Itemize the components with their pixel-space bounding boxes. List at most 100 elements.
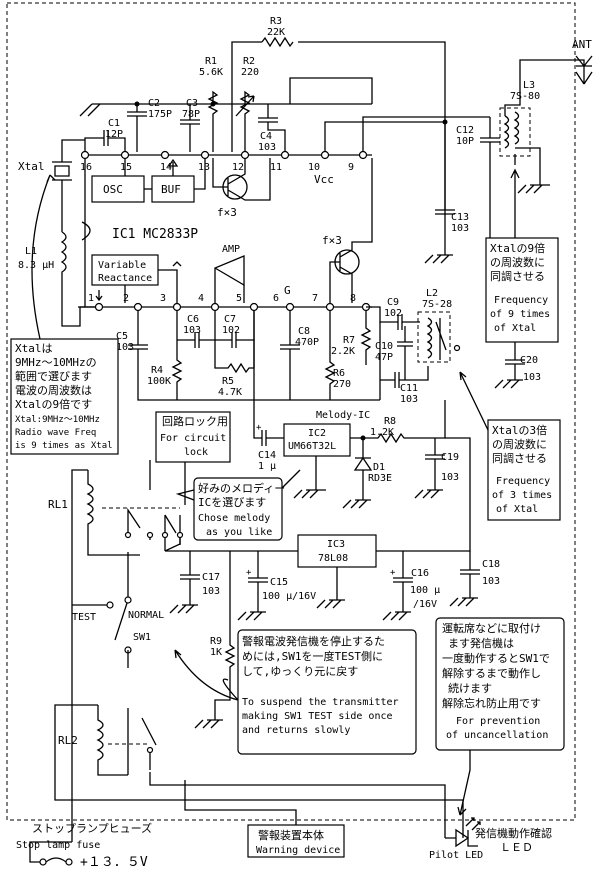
note-xtal-jp-3: 範囲で選びます xyxy=(15,369,92,383)
warn-jp-label: 警報装置本体 xyxy=(258,828,324,842)
xtal-label: Xtal xyxy=(18,160,45,173)
c16-capacitor xyxy=(382,551,413,621)
rl2-contact xyxy=(146,746,154,754)
warn-en-label: Warning device xyxy=(256,845,340,856)
note-melody-box xyxy=(193,477,283,541)
normal-label: NORMAL xyxy=(128,610,164,621)
r3-left-wire xyxy=(231,41,262,152)
vcc-label: Vcc xyxy=(314,173,334,186)
buf-out-wire xyxy=(194,158,206,190)
rl1-contact-c xyxy=(161,531,169,539)
xtal-crystal xyxy=(52,152,72,232)
c10-value: 47P xyxy=(375,352,393,363)
rl1-label: RL1 xyxy=(48,498,68,511)
r1-label: R1 xyxy=(205,56,217,67)
r8-value: 1.2K xyxy=(370,427,394,438)
rl1-contact-d xyxy=(176,531,184,539)
xtal-l1: Xtal L1 8.3 μH xyxy=(18,139,103,327)
antenna-symbol xyxy=(575,55,593,67)
r1-value: 5.6K xyxy=(199,67,223,78)
c1-label: C1 xyxy=(108,118,120,129)
c2-value: 175P xyxy=(148,109,172,120)
l3-coil xyxy=(503,115,510,149)
led-rays xyxy=(465,817,481,831)
led-label: ＬＥＤ xyxy=(500,841,533,854)
pin-3 xyxy=(172,302,182,312)
r1-node xyxy=(210,101,216,107)
c15-capacitor xyxy=(237,551,268,621)
r5-resistor xyxy=(214,340,255,374)
warning-device-wire xyxy=(184,780,297,825)
l3-label: L3 xyxy=(523,80,535,91)
note-xtal-en-2: Radio wave Freq xyxy=(15,428,96,438)
note-latch-en-1: For prevention xyxy=(456,716,540,727)
r5-value: 4.7K xyxy=(218,387,242,398)
pin-16 xyxy=(80,150,90,160)
note-xtal-jp-1: Xtalは xyxy=(15,342,53,355)
note-sync9-jp-2: の周波数に xyxy=(490,256,545,269)
fuse-terminal-b xyxy=(65,858,73,866)
top-ground-loop xyxy=(289,77,373,104)
ic3-regulator: IC3 78L08 C17 103 + C15 100 μ/16V + C16 … xyxy=(165,437,500,621)
ant-label: ANT xyxy=(572,38,592,51)
note-melody-en-1: Chose melody xyxy=(198,513,270,524)
led-jp-label: 発信機動作確認 xyxy=(475,826,552,840)
l1-label: L1 xyxy=(25,246,37,257)
r8-label: R8 xyxy=(384,416,396,427)
c5-label: C5 xyxy=(116,331,128,342)
antenna-wire xyxy=(504,59,593,116)
sw1-label[interactable]: SW1 xyxy=(133,632,151,643)
note-latch-pointer xyxy=(457,750,471,816)
c16-value-2: /16V xyxy=(413,599,437,610)
note-suspend-box xyxy=(237,629,417,755)
osc-label: OSC xyxy=(103,183,123,196)
c4-label: C4 xyxy=(260,131,272,142)
c13-ground xyxy=(424,254,453,264)
rl2-led-wire xyxy=(149,772,446,838)
pin-label-9: 9 xyxy=(348,162,354,173)
r2-resistor xyxy=(239,90,251,152)
l3-value: 7S-80 xyxy=(510,91,540,102)
variable-reactance-block xyxy=(91,254,159,286)
ic2-block xyxy=(283,423,351,457)
buf-arrow xyxy=(167,158,179,167)
pin-15 xyxy=(120,150,130,160)
note-sync9-en-3: of Xtal xyxy=(494,323,536,334)
r6-label: R6 xyxy=(333,368,345,379)
pin-label-16: 16 xyxy=(80,162,92,173)
note-latch-jp-1: 運転席などに取付け xyxy=(442,621,541,635)
rl1-contacts xyxy=(127,507,181,551)
r7-value: 2.2K xyxy=(331,346,355,357)
r7-resistor xyxy=(360,311,372,365)
note-sync3-jp-2: の周波数に xyxy=(492,438,547,451)
note-sync3-en-1: Frequency xyxy=(496,476,550,487)
note-xtal-jp-4: 電波の周波数は xyxy=(15,384,92,397)
pin-11 xyxy=(280,150,290,160)
bottom-connections: ストップランプヒューズ Stop lamp fuse +１３．５V 警報装置本体… xyxy=(16,780,552,870)
r5-label: R5 xyxy=(222,376,234,387)
c16-plus: + xyxy=(390,568,396,578)
rl2-coil xyxy=(96,705,128,776)
note-melody-pointer xyxy=(281,469,301,489)
c9-wire xyxy=(366,306,398,323)
pin-label-14: 14 xyxy=(160,162,172,173)
pilot-led xyxy=(445,828,478,848)
c11-value: 103 xyxy=(400,394,418,405)
c2-node xyxy=(134,101,140,107)
r3-resistor xyxy=(261,36,294,48)
note-xtal-pointer xyxy=(31,174,56,340)
vcc-wire xyxy=(324,121,445,152)
sw1-test-contact xyxy=(106,601,114,609)
enclosure-outline xyxy=(6,2,576,821)
pin-label-7: 7 xyxy=(312,293,318,304)
transistor-q2-base xyxy=(329,261,340,303)
note-melody-en-2: as you like xyxy=(206,527,272,538)
c6-capacitor xyxy=(177,311,216,348)
pin-6 xyxy=(285,302,295,312)
antenna-output: C12 10P ANT L3 7S-80 xyxy=(456,38,593,340)
l3-ground xyxy=(515,147,550,194)
note-xtal-box xyxy=(10,338,119,455)
note-suspend-pointer xyxy=(174,649,239,701)
c5-value: 103 xyxy=(116,342,134,353)
c16-value-1: 100 μ xyxy=(410,585,440,596)
